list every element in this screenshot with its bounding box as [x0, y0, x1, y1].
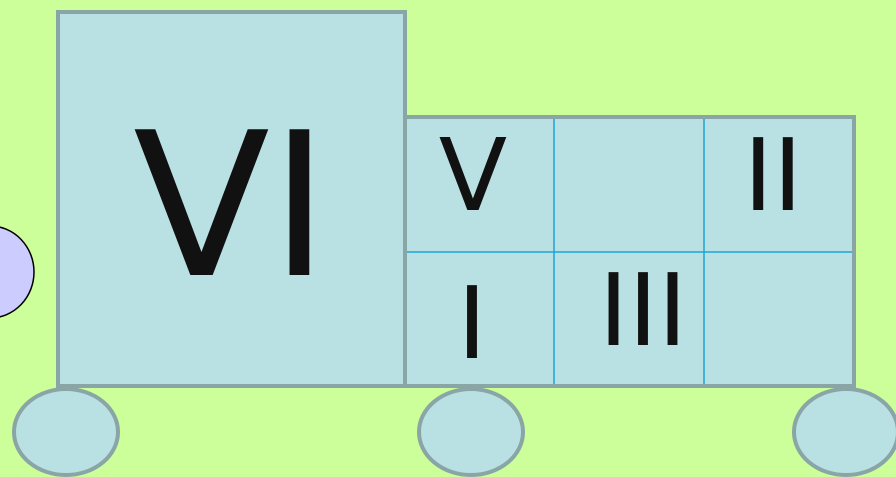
wheel-left — [14, 389, 118, 475]
wheel-right — [794, 389, 896, 475]
cell-top-left-label: V — [439, 117, 507, 234]
cell-bottom-left-label: I — [457, 265, 487, 382]
speech-bubble — [0, 226, 34, 318]
cab-label: VI — [133, 90, 329, 323]
cell-bottom-middle-label: III — [599, 252, 687, 369]
cell-top-right-label: II — [744, 117, 803, 234]
wheel-middle — [419, 389, 523, 475]
